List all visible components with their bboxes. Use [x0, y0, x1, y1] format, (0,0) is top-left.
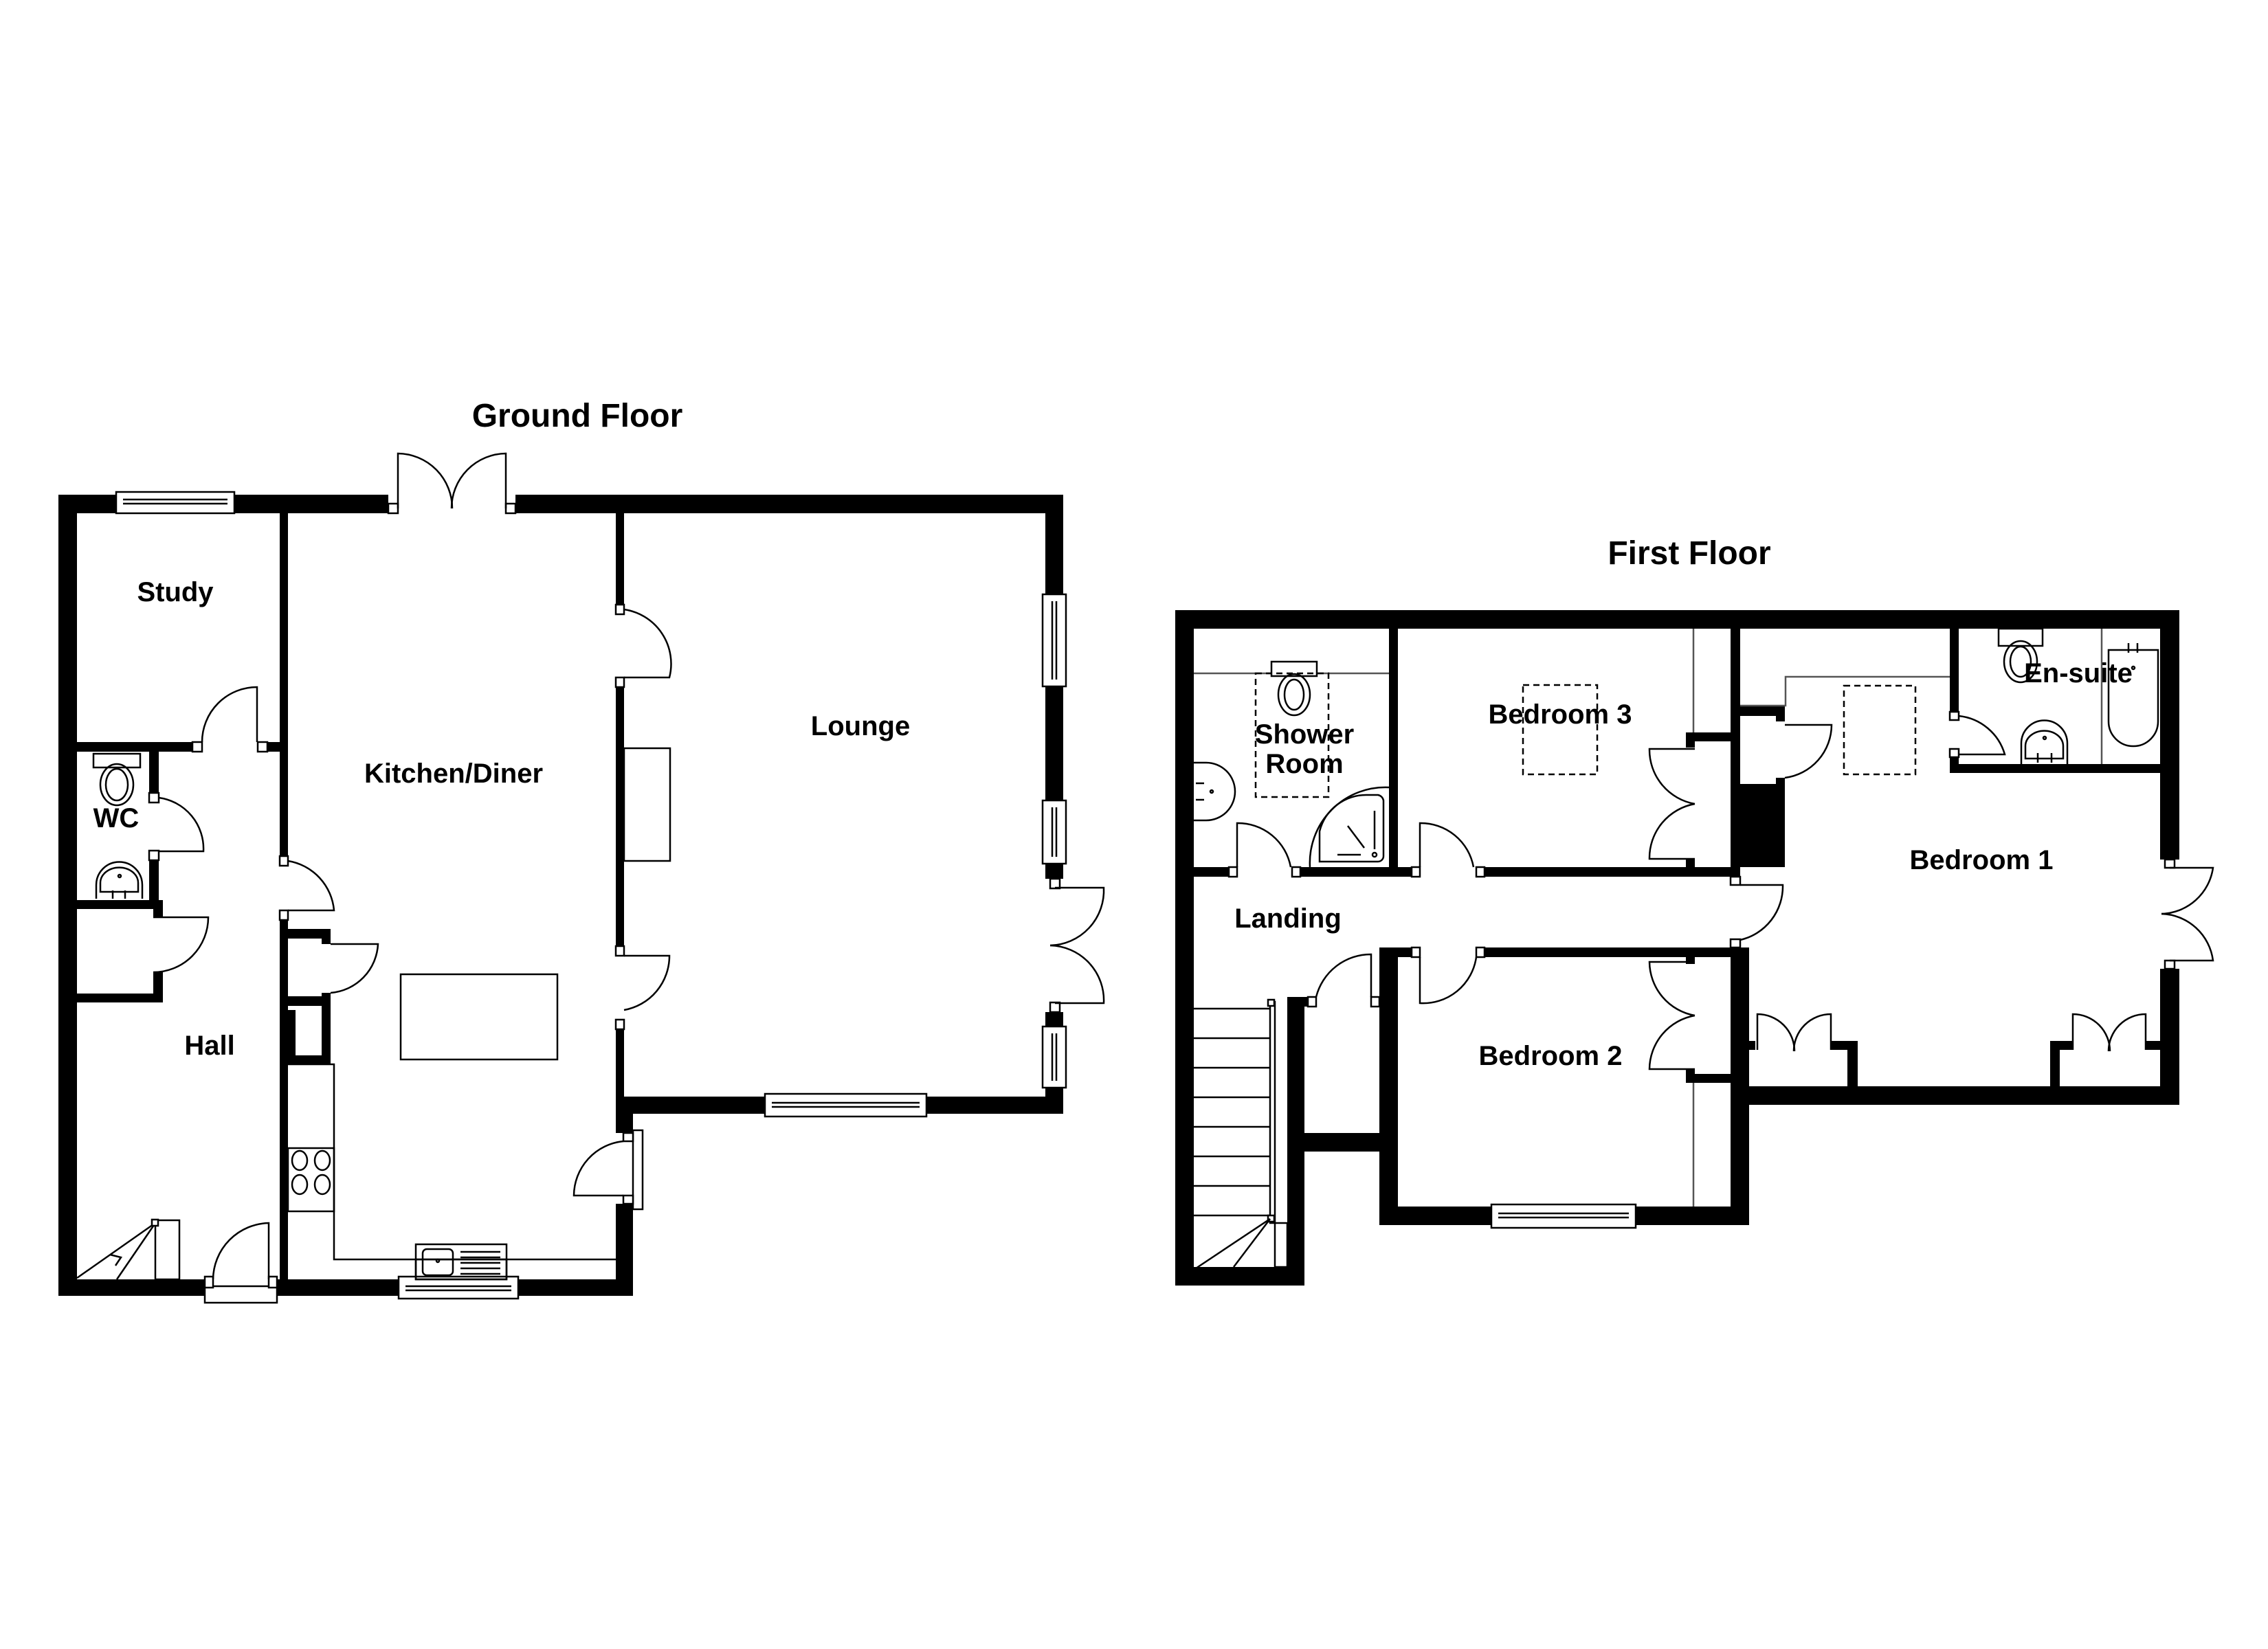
fireplace: [623, 747, 671, 862]
toilet-icon: [99, 763, 135, 807]
room-label-wc: WC: [93, 803, 140, 833]
bath-icon: [2107, 649, 2159, 748]
toilet-cistern: [1997, 627, 2044, 647]
kitchen-island: [399, 973, 559, 1061]
toilet-icon: [2003, 640, 2038, 684]
first-floor-title: First Floor: [1608, 535, 1771, 572]
first-floor-fixtures: [1193, 627, 2159, 1271]
stairs-icon: [1193, 998, 1289, 1271]
first-floor-walls: [1175, 610, 2179, 1286]
ground-floor-walls: [58, 495, 1063, 1296]
toilet-cistern: [1270, 660, 1318, 677]
ground-floor-title: Ground Floor: [471, 398, 683, 434]
shower-room-floor-area: [1254, 672, 1330, 798]
first-floor-windows: [1490, 1203, 1637, 1229]
room-label-shower-room-line1: Shower: [1254, 719, 1355, 750]
toilet-cistern: [92, 752, 142, 769]
room-label-bedroom-2: Bedroom 2: [1478, 1041, 1623, 1071]
room-label-hall: Hall: [184, 1031, 235, 1061]
toilet-icon: [1277, 673, 1311, 717]
stairs-icon: [76, 1218, 181, 1281]
room-label-bedroom-1: Bedroom 1: [1909, 845, 2054, 875]
ground-floor-windows: [115, 491, 1067, 1300]
ground-floor-plan: [58, 452, 1105, 1304]
room-label-landing: Landing: [1234, 904, 1342, 934]
loft-hatch: [1843, 684, 1917, 776]
room-label-bedroom-3: Bedroom 3: [1488, 699, 1632, 730]
loft-hatch: [1522, 684, 1599, 776]
kitchen-worktop: [288, 1063, 616, 1261]
room-label-study: Study: [137, 577, 214, 607]
room-label-en-suite: En-suite: [2024, 658, 2133, 688]
first-floor-doors: [1227, 710, 2214, 1070]
basin-icon: [1194, 761, 1236, 822]
ground-floor-fixtures: [76, 747, 671, 1281]
first-floor-plan: [1175, 610, 2214, 1286]
ground-floor-doors: [148, 452, 1105, 1304]
hob-icon: [287, 1147, 335, 1213]
basin-icon: [95, 861, 144, 899]
basin-icon: [2020, 719, 2069, 764]
room-label-kitchen-diner: Kitchen/Diner: [364, 759, 544, 789]
room-label-lounge: Lounge: [810, 711, 911, 741]
room-label-shower-room-line2: Room: [1265, 749, 1344, 779]
